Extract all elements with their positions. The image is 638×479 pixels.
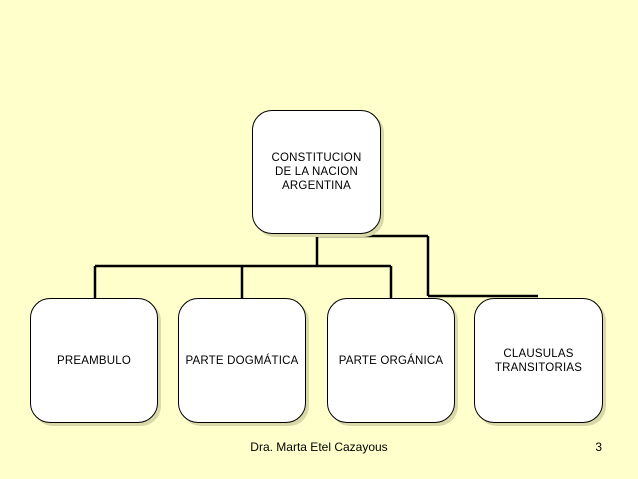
node-label: PARTE DOGMÁTICA — [185, 354, 299, 367]
node-parte-dogmatica: PARTE DOGMÁTICA — [178, 298, 306, 423]
page-number: 3 — [595, 440, 602, 454]
node-label: PREAMBULO — [56, 354, 131, 367]
footer-author: Dra. Marta Etel Cazayous — [250, 440, 388, 454]
root-node-label: CONSTITUCION DE LA NACION ARGENTINA — [271, 152, 362, 192]
root-node-constitucion: CONSTITUCION DE LA NACION ARGENTINA — [252, 110, 381, 234]
node-clausulas-transitorias: CLAUSULAS TRANSITORIAS — [474, 298, 603, 423]
node-parte-organica: PARTE ORGÁNICA — [327, 298, 455, 423]
node-preambulo: PREAMBULO — [30, 298, 158, 423]
node-label: PARTE ORGÁNICA — [338, 354, 444, 367]
node-label: CLAUSULAS TRANSITORIAS — [494, 347, 583, 374]
